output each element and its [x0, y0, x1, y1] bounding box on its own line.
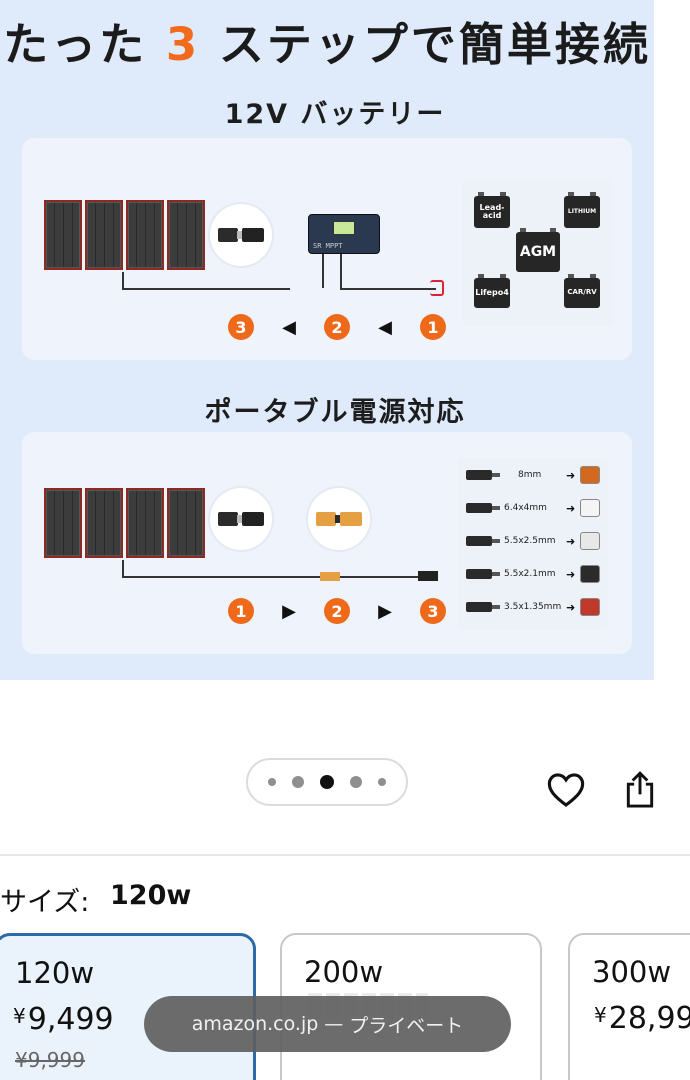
product-image[interactable]: たった 3 ステップで簡単接続 12V バッテリー SR MPPT: [0, 0, 654, 680]
size-option-name: 120w: [15, 956, 95, 990]
battery-agm: AGM: [516, 228, 560, 272]
connector-row: 3.5x1.35mm ➜: [458, 592, 608, 622]
size-selected-value: 120w: [110, 880, 192, 911]
headline-suffix: ステップで簡単接続: [218, 18, 651, 71]
battery-types: Lead-acid LITHIUM AGM Lifepo4 CAR/RV: [462, 180, 612, 326]
share-icon: [626, 771, 654, 808]
private-browsing-toast: amazon.co.jp — プライベート: [144, 996, 511, 1052]
size-option-list-price: ¥9,999: [15, 1048, 85, 1072]
heart-icon: [547, 773, 585, 808]
carousel-dot[interactable]: [268, 778, 276, 786]
size-option-name: 200w: [304, 955, 384, 989]
section-title-battery: 12V バッテリー: [224, 99, 446, 130]
charge-controller: SR MPPT: [308, 214, 380, 254]
image-carousel-indicator[interactable]: [246, 758, 408, 806]
panel-battery: SR MPPT 3 ◀ 2 ◀ 1 Lead-acid LITHIUM AGM …: [22, 138, 632, 360]
battery-lithium: LITHIUM: [564, 192, 600, 228]
connector-row: 8mm ➜: [458, 460, 608, 490]
toast-separator: —: [324, 1013, 344, 1035]
battery-lead-acid: Lead-acid: [474, 192, 510, 228]
size-option-name: 300w: [592, 955, 672, 989]
toast-domain: amazon.co.jp: [191, 1013, 319, 1035]
carousel-dot[interactable]: [292, 776, 304, 788]
battery-car-rv: CAR/RV: [564, 274, 600, 308]
battery-lifepo4: Lifepo4: [474, 274, 510, 308]
step-row-portable: 1 ▶ 2 ▶ 3: [228, 598, 446, 624]
mc4-connector-bubble: [210, 204, 272, 266]
share-button[interactable]: [620, 770, 660, 810]
section-title-portable: ポータブル電源対応: [204, 397, 466, 428]
favorite-button[interactable]: [546, 770, 586, 810]
adapter-bubble: [308, 488, 370, 550]
carousel-dot[interactable]: [378, 778, 386, 786]
connector-row: 5.5x2.5mm ➜: [458, 526, 608, 556]
size-option-300w[interactable]: 300w ¥28,99: [568, 933, 690, 1080]
step-row-battery: 3 ◀ 2 ◀ 1: [228, 314, 446, 340]
headline-number: 3: [165, 18, 201, 71]
headline-prefix: たった: [3, 18, 148, 71]
dc-connector-list: 8mm ➜ 6.4x4mm ➜ 5.5x2.5mm ➜ 5.5x2.1mm ➜: [458, 458, 608, 630]
toast-mode: プライベート: [349, 1014, 464, 1037]
carousel-dot-active[interactable]: [320, 775, 334, 789]
size-option-price: ¥28,99: [594, 1001, 690, 1036]
connector-row: 6.4x4mm ➜: [458, 493, 608, 523]
size-label: サイズ:: [0, 887, 90, 918]
section-divider: [0, 854, 690, 856]
panel-portable: 1 ▶ 2 ▶ 3 8mm ➜ 6.4x4mm ➜: [22, 432, 632, 654]
connector-row: 5.5x2.1mm ➜: [458, 559, 608, 589]
solar-panel: [44, 200, 205, 270]
carousel-dot[interactable]: [350, 776, 362, 788]
size-option-price: ¥9,499: [13, 1002, 114, 1037]
image-headline: たった 3 ステップで簡単接続: [0, 8, 654, 73]
mc4-connector-bubble-2: [210, 488, 272, 550]
solar-panel-2: [44, 488, 205, 558]
